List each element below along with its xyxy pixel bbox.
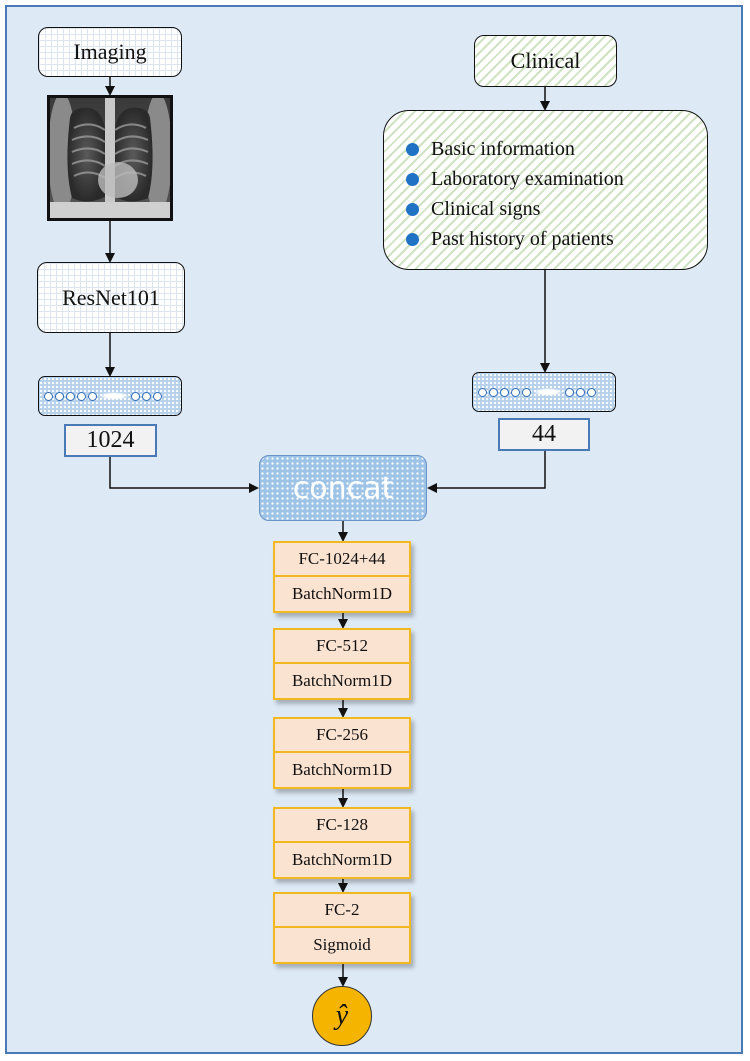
list-item-label: Laboratory examination [431, 167, 624, 190]
output-node: ŷ [312, 986, 372, 1046]
list-item: Past history of patients [406, 224, 707, 254]
fc-layer-name: FC-2 [275, 894, 409, 928]
feature-node-icon [77, 391, 86, 401]
fc-layer-block: FC-2 Sigmoid [273, 892, 411, 964]
resnet-box: ResNet101 [37, 262, 185, 333]
fc-layer-name: FC-128 [275, 809, 409, 843]
concat-label: concat [292, 470, 394, 506]
fc-layer-block: FC-1024+44 BatchNorm1D [273, 541, 411, 613]
feature-node-icon [489, 387, 498, 397]
output-symbol: ŷ [335, 1000, 349, 1031]
feature-node-icon [587, 387, 596, 397]
feature-node-icon [142, 391, 151, 401]
imaging-box: Imaging [38, 27, 182, 77]
bullet-icon [406, 232, 419, 246]
fc-layer-block: FC-256 BatchNorm1D [273, 717, 411, 789]
bullet-icon [406, 142, 419, 156]
fc-layer-block: FC-128 BatchNorm1D [273, 807, 411, 879]
list-item-label: Past history of patients [431, 227, 614, 250]
fc-layer-op: BatchNorm1D [291, 760, 393, 779]
feature-node-icon [576, 387, 585, 397]
bullet-icon [406, 172, 419, 186]
ellipsis-gap [533, 388, 563, 396]
resnet-label: ResNet101 [62, 284, 160, 310]
list-item-label: Clinical signs [431, 197, 541, 220]
fc-layer-name: FC-256 [275, 719, 409, 753]
fc-layer-name: FC-512 [275, 630, 409, 664]
fc-layer-op: Sigmoid [313, 935, 371, 954]
feature-node-icon [153, 391, 162, 401]
feature-node-icon [500, 387, 509, 397]
feature-node-icon [511, 387, 520, 397]
imaging-feature-size-label: 1024 [86, 427, 135, 453]
fc-layer-op: BatchNorm1D [291, 671, 393, 690]
feature-node-icon [131, 391, 140, 401]
feature-node-icon [66, 391, 75, 401]
clinical-box: Clinical [474, 35, 617, 87]
arrow-1024-to-concat [109, 457, 259, 493]
list-item: Clinical signs [406, 194, 707, 224]
bullet-icon [406, 202, 419, 216]
chest-xray-image [47, 95, 173, 221]
list-item-label: Basic information [431, 137, 575, 160]
fc-layer-op: BatchNorm1D [291, 584, 393, 603]
feature-node-icon [88, 391, 97, 401]
clinical-title: Clinical [510, 48, 581, 73]
feature-node-icon [522, 387, 531, 397]
list-item: Basic information [406, 134, 707, 164]
clinical-feature-size-label: 44 [532, 421, 556, 447]
feature-node-icon [55, 391, 64, 401]
concat-node: concat [259, 455, 427, 521]
clinical-feature-size: 44 [498, 418, 590, 451]
fc-layer-op: BatchNorm1D [291, 850, 393, 869]
imaging-feature-size: 1024 [64, 424, 157, 457]
fc-layer-name: FC-1024+44 [275, 543, 409, 577]
clinical-features-list: Basic information Laboratory examination… [383, 110, 708, 270]
feature-node-icon [478, 387, 487, 397]
imaging-feature-vector [38, 376, 182, 416]
clinical-feature-vector [472, 372, 616, 412]
fc-layer-block: FC-512 BatchNorm1D [273, 628, 411, 700]
imaging-title: Imaging [73, 39, 147, 64]
ellipsis-gap [99, 392, 129, 400]
arrow-44-to-concat [427, 451, 546, 493]
list-item: Laboratory examination [406, 164, 707, 194]
feature-node-icon [44, 391, 53, 401]
feature-node-icon [565, 387, 574, 397]
